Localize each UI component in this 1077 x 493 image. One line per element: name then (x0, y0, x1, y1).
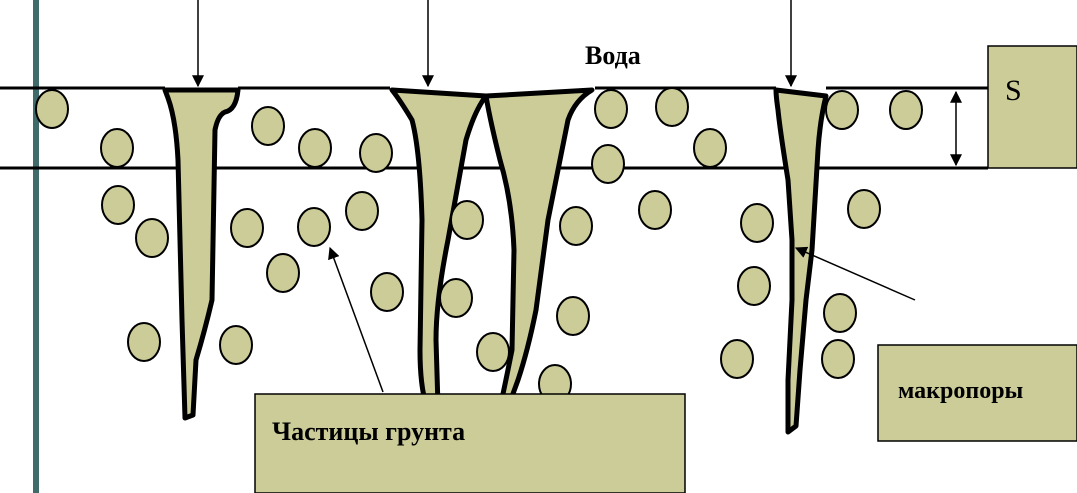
particle (560, 207, 592, 245)
area-box (988, 46, 1077, 168)
particle (721, 340, 753, 378)
particle (738, 267, 770, 305)
particle (299, 129, 331, 167)
particle (36, 90, 68, 128)
particle (694, 129, 726, 167)
particle (440, 279, 472, 317)
particle (592, 145, 624, 183)
particle (128, 323, 160, 361)
particle (822, 340, 854, 378)
particle (557, 297, 589, 335)
particle (824, 294, 856, 332)
macropore-3 (486, 90, 592, 420)
particle (136, 219, 168, 257)
particle (848, 190, 880, 228)
macropore-4 (776, 90, 826, 432)
particle (102, 186, 134, 224)
particle (346, 192, 378, 230)
particle (477, 333, 509, 371)
area-label: S (1005, 74, 1022, 107)
macropore-2 (392, 90, 486, 410)
particle (360, 134, 392, 172)
particle (826, 91, 858, 129)
macropores-pointer (796, 248, 915, 300)
particle (231, 209, 263, 247)
particle (371, 273, 403, 311)
particle (890, 91, 922, 129)
particles-pointer (330, 248, 383, 392)
particle (220, 326, 252, 364)
particle (451, 201, 483, 239)
particle (298, 208, 330, 246)
particle (656, 88, 688, 126)
particle (267, 254, 299, 292)
particle (639, 191, 671, 229)
macropores-label: макропоры (898, 378, 1024, 404)
particle (101, 129, 133, 167)
particle (741, 204, 773, 242)
particle (252, 107, 284, 145)
particle (595, 90, 627, 128)
water-label: Вода (585, 41, 641, 70)
macropore-1 (165, 90, 238, 418)
left-edge-bar (33, 0, 39, 493)
particles-label: Частицы грунта (272, 417, 465, 446)
